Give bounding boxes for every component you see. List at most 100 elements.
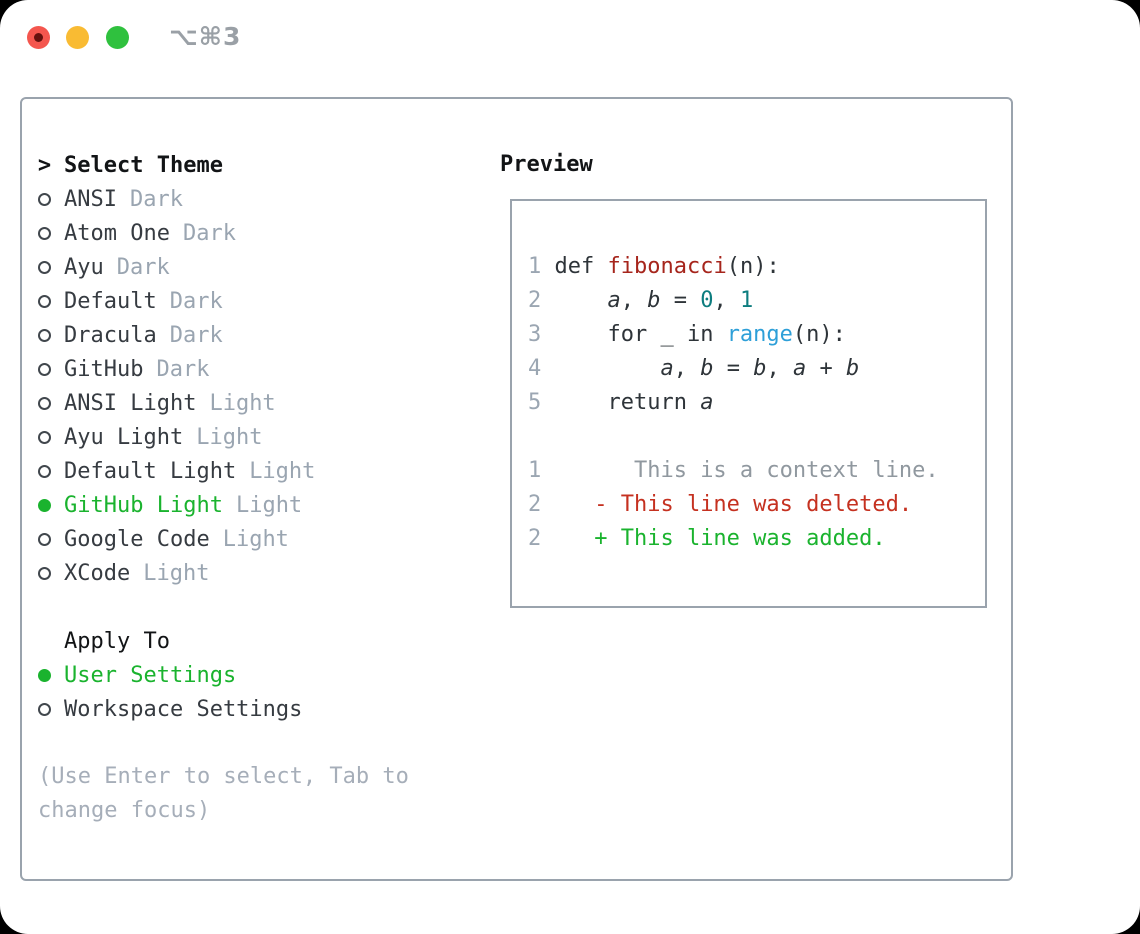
code-token: - This line was deleted. [541,492,913,517]
code-token: a [792,356,807,381]
code-token: + [806,356,846,381]
code-token: range [726,322,793,347]
radio-circle-icon [38,396,51,410]
code-token: This is a context line. [541,458,939,483]
theme-option-label: Atom One [64,220,170,246]
code-token: = [660,288,701,313]
apply-to-title: Apply To [64,628,170,654]
theme-picker-panel [20,97,1013,881]
apply-option-user-settings[interactable]: User Settings [38,658,493,692]
theme-option-ayu-light[interactable]: Ayu Light Light [38,420,493,454]
apply-to-header: Apply To [38,624,493,658]
theme-option-label: Ayu [64,254,104,280]
minimize-button[interactable] [66,26,89,49]
code-token: for _ in [541,322,727,347]
code-token: (n): [726,254,780,279]
theme-option-label: Google Code [64,526,210,552]
theme-variant-tag: Light [235,492,303,518]
radio-circle-icon [38,430,51,444]
theme-picker-header: > Select Theme [38,148,493,182]
theme-variant-tag: Dark [116,254,170,280]
radio-circle-icon [38,260,51,274]
window-shortcut-label: ⌥⌘3 [169,22,242,51]
preview-line: 2 + This line was added. [528,522,985,556]
theme-variant-tag: Dark [169,322,223,348]
radio-circle-icon [38,362,51,376]
code-token: b [753,356,767,381]
theme-option-ayu[interactable]: Ayu Dark [38,250,493,284]
code-token: , [673,356,701,381]
code-token: a [700,390,714,415]
code-token [541,288,607,313]
radio-circle-filled-icon [38,498,51,512]
theme-option-dracula[interactable]: Dracula Dark [38,318,493,352]
preview-line: 3 for _ in range(n): [528,318,985,352]
theme-option-label: Dracula [64,322,157,348]
line-number: 4 [528,356,542,381]
theme-option-ansi-light[interactable]: ANSI Light Light [38,386,493,420]
preview-line: 1 def fibonacci(n): [528,250,985,284]
radio-circle-icon [38,294,51,308]
theme-option-label: XCode [64,560,131,586]
preview-line: 4 a, b = b, a + b [528,352,985,386]
theme-variant-tag: Light [143,560,210,586]
theme-variant-tag: Light [209,390,276,416]
apply-option-label: Workspace Settings [64,696,303,722]
preview-line: 1 This is a context line. [528,454,985,488]
code-token: b [845,356,860,381]
code-token: (n): [792,322,846,347]
code-token: , [766,356,793,381]
apply-option-workspace-settings[interactable]: Workspace Settings [38,692,493,726]
line-number: 1 [528,254,542,279]
line-number: 2 [528,288,542,313]
radio-circle-icon [38,532,51,546]
theme-option-github-light[interactable]: GitHub Light Light [38,488,493,522]
radio-circle-icon [38,328,51,342]
code-token [541,356,660,381]
apply-option-label: User Settings [64,662,237,688]
theme-variant-tag: Light [196,424,263,450]
radio-circle-icon [38,566,51,580]
theme-option-label: Default [64,288,157,314]
code-token: , [620,288,648,313]
line-number: 3 [528,322,542,347]
code-token: a [607,288,621,313]
preview-title: Preview [500,152,593,177]
theme-option-label: GitHub Light [64,492,223,518]
code-token: + This line was added. [541,526,886,551]
theme-option-label: GitHub [64,356,144,382]
line-number: 2 [528,526,542,551]
preview-line: 2 a, b = 0, 1 [528,284,985,318]
code-token: 1 [739,288,754,313]
code-token: return [541,390,701,415]
line-number: 2 [528,492,542,517]
theme-picker-title: Select Theme [64,152,223,178]
radio-circle-icon [38,464,51,478]
theme-option-xcode[interactable]: XCode Light [38,556,493,590]
theme-option-label: ANSI Light [64,390,197,416]
zoom-button[interactable] [106,26,129,49]
line-number: 1 [528,458,542,483]
spacer [38,590,493,624]
code-token: , [713,288,740,313]
preview-line: 2 - This line was deleted. [528,488,985,522]
theme-option-label: Ayu Light [64,424,184,450]
theme-variant-tag: Light [249,458,316,484]
theme-option-default[interactable]: Default Dark [38,284,493,318]
close-button[interactable] [27,26,50,49]
theme-variant-tag: Dark [169,288,223,314]
code-token: def [541,254,608,279]
keyboard-hint-line2: change focus) [38,798,211,823]
code-token: = [713,356,754,381]
